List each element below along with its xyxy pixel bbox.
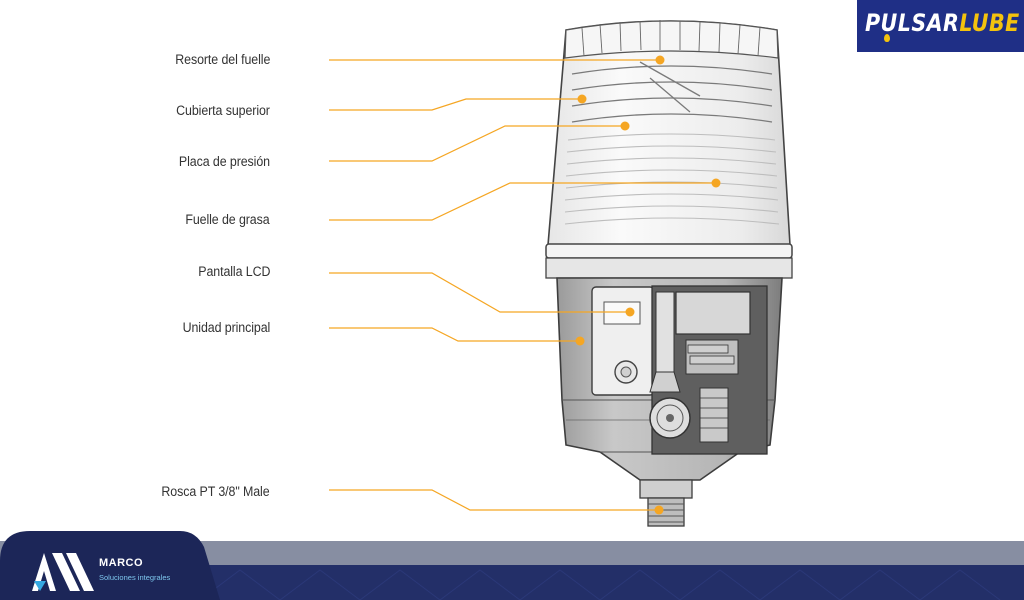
leader-line-main-unit bbox=[329, 327, 580, 342]
callout-dot-grease-bellows bbox=[711, 178, 721, 188]
callout-dot-pressure-plate bbox=[620, 121, 630, 131]
logo-text-pulsar: PULSAR bbox=[865, 9, 960, 37]
label-grease-bellows: Fuelle de grasa bbox=[185, 212, 270, 227]
bellows-spring bbox=[571, 61, 773, 123]
marco-logo-icon bbox=[32, 553, 94, 591]
leader-line-upper-cover bbox=[329, 98, 582, 111]
callout-dot-lcd bbox=[625, 307, 635, 317]
leader-lines bbox=[329, 59, 716, 511]
callout-dot-main-unit bbox=[575, 336, 585, 346]
pulsarlube-logo: PULSARLUBE bbox=[857, 0, 1024, 52]
callout-dot-thread bbox=[654, 505, 664, 515]
logo-text-lube: LUBE bbox=[959, 9, 1020, 37]
label-pressure-plate: Placa de presión bbox=[178, 154, 270, 169]
callout-dot-upper-cover bbox=[577, 94, 587, 104]
label-bellows-spring: Resorte del fuelle bbox=[174, 52, 270, 67]
marco-footer-tab bbox=[0, 531, 220, 600]
footer-pattern bbox=[199, 569, 1001, 600]
lcd-panel bbox=[591, 286, 655, 396]
oil-drop-icon bbox=[884, 34, 890, 42]
label-upper-cover: Cubierta superior bbox=[176, 103, 270, 118]
callout-dot-bellows-spring bbox=[655, 55, 665, 65]
cutaway-mechanism bbox=[649, 285, 768, 455]
callout-dots bbox=[575, 55, 721, 515]
logo-wordmark: PULSARLUBE bbox=[865, 9, 1020, 37]
label-main-unit: Unidad principal bbox=[182, 320, 270, 335]
leader-line-pressure-plate bbox=[329, 125, 625, 162]
leader-line-thread bbox=[329, 489, 659, 511]
grease-bellows bbox=[564, 133, 780, 225]
company-tagline: Soluciones integrales bbox=[99, 573, 171, 582]
leader-line-lcd bbox=[329, 272, 630, 313]
upper-cover bbox=[547, 20, 791, 246]
label-thread: Rosca PT 3/8" Male bbox=[161, 484, 270, 499]
leader-line-grease-bellows bbox=[329, 182, 716, 221]
company-name: MARCO bbox=[99, 557, 144, 569]
dome-rim bbox=[545, 243, 793, 259]
thread-fitting bbox=[639, 479, 693, 527]
label-lcd-screen: Pantalla LCD bbox=[197, 264, 270, 279]
